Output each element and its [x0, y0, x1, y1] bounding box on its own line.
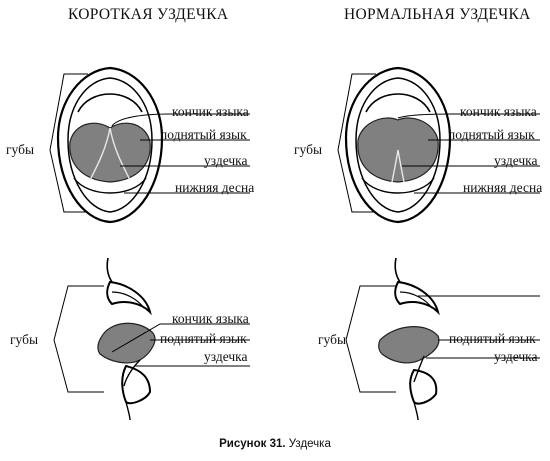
lips-bracket [337, 73, 376, 213]
label-lower-gum: нижняя десна [463, 180, 543, 195]
frenulum-side [413, 355, 425, 383]
label-frenulum: уздечка [204, 153, 248, 168]
leader-tongue-tip [111, 323, 250, 353]
upper-lip-inner [111, 291, 145, 309]
inner-lip-outline [355, 77, 441, 213]
label-lips: губы [10, 332, 39, 347]
label-frenulum: уздечка [494, 349, 538, 364]
chin [413, 401, 419, 421]
label-tongue-tip: кончик языка [172, 104, 249, 119]
frenulum-side [123, 359, 141, 387]
label-lower-gum: нижняя десна [175, 180, 255, 195]
label-raised-tongue: поднятый язык [160, 331, 247, 346]
lower-gum-curve [73, 177, 147, 194]
front-view-normal [337, 66, 540, 224]
raised-tongue [69, 122, 151, 183]
label-raised-tongue: поднятый язык [449, 331, 536, 346]
lower-lip [121, 364, 152, 405]
lower-gum-curve [361, 177, 435, 194]
label-raised-tongue: поднятый язык [160, 127, 247, 142]
chin [125, 401, 131, 421]
label-tongue-tip: кончик языка [460, 104, 537, 119]
label-lips: губы [6, 142, 35, 157]
lower-lip [409, 368, 438, 405]
outer-lip-outline [56, 66, 164, 224]
inner-lip-outline [67, 77, 153, 213]
upper-teeth-curve [77, 93, 143, 113]
side-view-normal [345, 257, 540, 421]
short-frenulum [89, 127, 131, 181]
raised-tongue-side [378, 326, 440, 364]
label-frenulum: уздечка [494, 153, 538, 168]
caption-text: Уздечка [285, 438, 331, 450]
header-normal-frenulum: НОРМАЛЬНАЯ УЗДЕЧКА [344, 6, 531, 23]
figure-caption: Рисунок 31. Уздечка [0, 438, 550, 450]
label-tongue-tip: кончик языка [172, 311, 249, 326]
label-raised-tongue: поднятый язык [448, 127, 535, 142]
leader-tongue-tip [397, 113, 540, 119]
label-frenulum: уздечка [204, 349, 248, 364]
upper-lip [394, 280, 440, 316]
label-lips: губы [318, 332, 347, 347]
upper-lip [106, 280, 152, 316]
lips-bracket [345, 285, 396, 393]
normal-frenulum [391, 149, 405, 183]
face-profile [394, 257, 401, 283]
leader-tongue-tip [111, 113, 250, 127]
side-view-short [53, 257, 250, 421]
front-view-short [49, 66, 250, 224]
upper-lip-inner [399, 291, 433, 309]
upper-teeth-curve [365, 93, 431, 113]
caption-number: Рисунок 31. [219, 438, 286, 450]
header-short-frenulum: КОРОТКАЯ УЗДЕЧКА [68, 6, 229, 23]
lips-bracket [53, 285, 104, 393]
label-lips: губы [294, 142, 323, 157]
face-profile [106, 257, 113, 283]
lips-bracket [49, 73, 88, 213]
outer-lip-outline [344, 66, 452, 224]
